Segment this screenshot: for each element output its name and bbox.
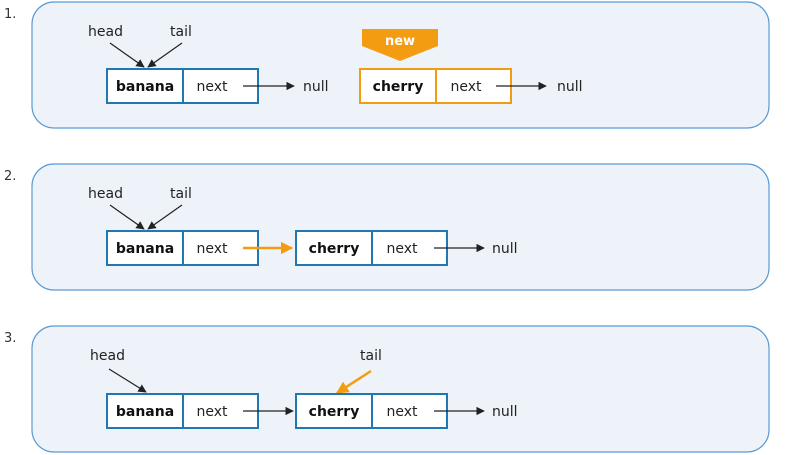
step-2-head-label: head (88, 186, 123, 202)
node-value: cherry (309, 404, 360, 420)
step-3-number: 3. (4, 331, 16, 346)
node-next-label: next (196, 241, 228, 257)
step-3-tail-label: tail (360, 348, 382, 364)
step-1-new-badge: new (362, 29, 438, 61)
step-3-cherry-null: null (492, 404, 518, 420)
step-2: 2. head tail banana next cherry next nul… (4, 163, 770, 291)
step-1-number: 1. (4, 7, 16, 22)
step-2-number: 2. (4, 169, 16, 184)
step-3: 3. head tail banana next cherry next nul… (4, 325, 770, 453)
node-value: banana (116, 404, 174, 420)
step-2-tail-pointer (147, 204, 183, 230)
step-1: 1. head tail banana next null new cherry… (4, 1, 770, 129)
step-1-tail-label: tail (170, 24, 192, 40)
step-2-tail-label: tail (170, 186, 192, 202)
node-value: banana (116, 79, 174, 95)
step-3-node-banana: banana next (106, 393, 259, 429)
step-1-head-label: head (88, 24, 123, 40)
step-1-panel (31, 1, 770, 129)
step-2-node-banana: banana next (106, 230, 259, 266)
step-1-head-pointer (109, 42, 145, 68)
node-next-label: next (196, 404, 228, 420)
node-value: cherry (373, 79, 424, 95)
step-3-panel (31, 325, 770, 453)
node-value: cherry (309, 241, 360, 257)
step-2-panel (31, 163, 770, 291)
step-1-banana-null: null (303, 79, 329, 95)
step-3-node-cherry: cherry next (295, 393, 448, 429)
step-1-cherry-null: null (557, 79, 583, 95)
node-next-label: next (196, 79, 228, 95)
step-1-node-cherry: cherry next (359, 68, 512, 104)
step-2-node-cherry: cherry next (295, 230, 448, 266)
step-3-tail-pointer (335, 369, 372, 395)
step-3-head-label: head (90, 348, 125, 364)
step-1-tail-pointer (147, 42, 183, 68)
step-1-node-banana: banana next (106, 68, 259, 104)
step-3-head-pointer (108, 368, 147, 393)
step-2-head-pointer (109, 204, 145, 230)
step-2-cherry-null: null (492, 241, 518, 257)
new-badge-label: new (385, 34, 415, 49)
node-next-label: next (450, 79, 482, 95)
node-value: banana (116, 241, 174, 257)
node-next-label: next (386, 404, 418, 420)
node-next-label: next (386, 241, 418, 257)
